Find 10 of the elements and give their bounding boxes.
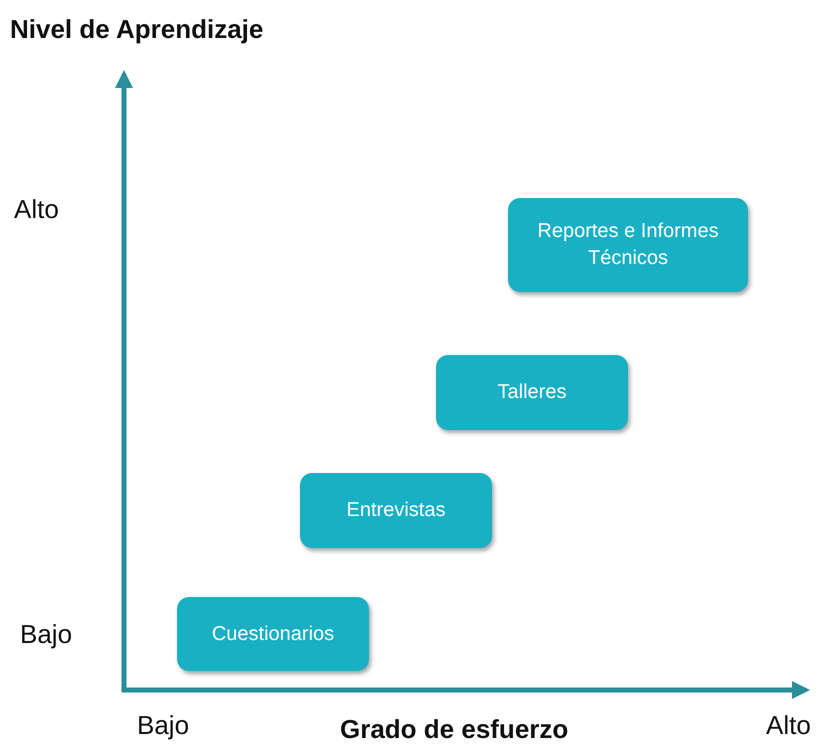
axis-tick-label: Alto: [14, 194, 59, 225]
category-box: Cuestionarios: [177, 597, 369, 671]
axis-tick-label: Bajo: [137, 710, 190, 741]
category-box: Entrevistas: [300, 473, 492, 548]
axis-tick-label: Bajo: [20, 619, 72, 650]
axis-title: Nivel de Aprendizaje: [10, 14, 264, 45]
category-box: Reportes e Informes Técnicos: [508, 198, 748, 292]
axis-tick-label: Alto: [766, 710, 811, 741]
axis-title: Grado de esfuerzo: [340, 714, 568, 745]
category-box: Talleres: [436, 355, 628, 430]
